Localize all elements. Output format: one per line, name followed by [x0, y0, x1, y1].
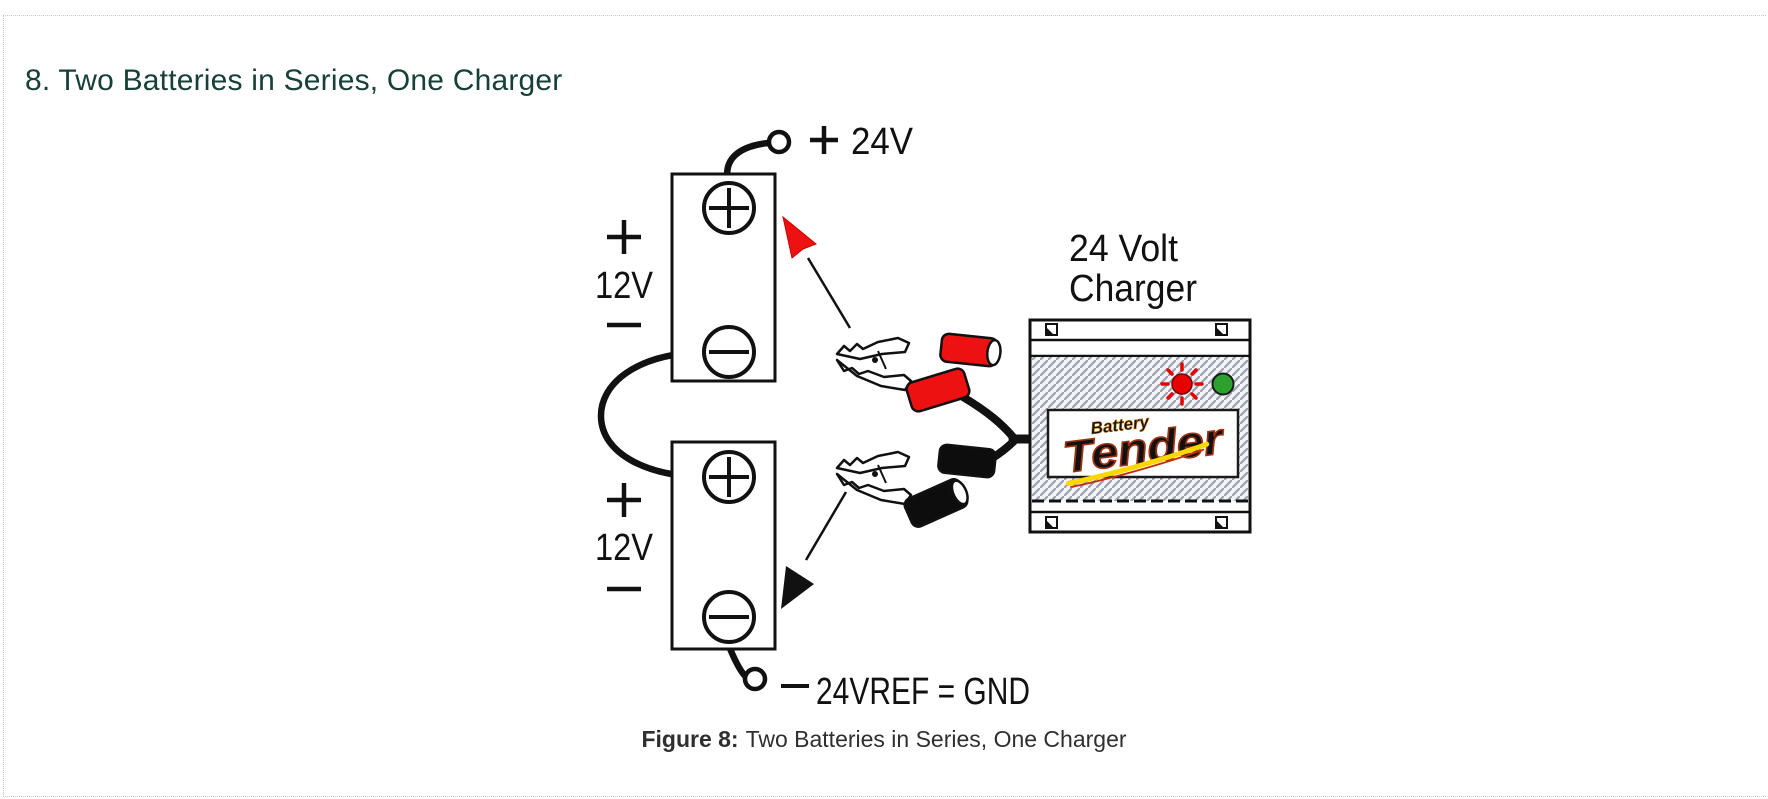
- green-led-icon: [1211, 372, 1235, 396]
- content-panel: [3, 15, 1766, 797]
- positive-output-label: 24V: [851, 121, 914, 163]
- figure-caption-label: Figure 8:: [641, 726, 739, 752]
- charger-title-line1: 24 Volt: [1069, 228, 1178, 270]
- black-clamp-lower-sleeve: [903, 478, 969, 528]
- clamp-upper-jaw: [835, 450, 911, 475]
- black-clamp: [835, 443, 997, 528]
- positive-output-terminal: [766, 129, 792, 155]
- black-arrow-icon: [781, 491, 848, 609]
- positive-output-label-group: 24V: [810, 121, 914, 163]
- series-jumper-wire: [597, 348, 708, 481]
- battery-bottom: 12V: [595, 440, 777, 651]
- figure-caption: Figure 8:Two Batteries in Series, One Ch…: [0, 726, 1768, 753]
- plus-symbol: [709, 457, 749, 497]
- wires: [597, 139, 1038, 681]
- page-title: 8. Two Batteries in Series, One Charger: [25, 64, 563, 98]
- black-clamp-upper-sleeve: [937, 443, 997, 479]
- negative-output-label-group: 24VREF = GND: [781, 671, 1030, 713]
- negative-output-terminal: [742, 666, 768, 692]
- clamp-lower-jaw: [835, 472, 913, 506]
- charger-unit: 24 Volt Charger Battery Tende: [1028, 228, 1252, 534]
- battery-top-voltage-label: 12V: [595, 265, 654, 307]
- red-clamp-wire: [959, 393, 1017, 441]
- red-clamp-lower-sleeve: [905, 367, 971, 413]
- plus-symbol: [810, 126, 838, 154]
- mounting-holes: [1045, 323, 1228, 529]
- red-clamp: [835, 332, 1002, 413]
- plus-symbol: [709, 188, 749, 228]
- charger-title-line2: Charger: [1069, 268, 1197, 310]
- clamp-lower-jaw: [835, 358, 913, 392]
- red-arrow-icon: [782, 215, 852, 329]
- plus-symbol: [607, 220, 641, 254]
- figure-caption-text: Two Batteries in Series, One Charger: [745, 726, 1127, 752]
- red-led-icon: [1160, 362, 1204, 406]
- clamp-pivot: [872, 357, 878, 363]
- negative-output-label: 24VREF = GND: [816, 671, 1030, 713]
- clamp-upper-jaw: [835, 336, 911, 361]
- battery-bottom-side-labels: 12V: [595, 483, 654, 592]
- red-clamp-upper-sleeve: [939, 332, 1002, 368]
- clamp-pivot: [872, 471, 878, 477]
- plus-symbol: [607, 483, 641, 517]
- battery-top: 12V: [595, 172, 777, 383]
- battery-bottom-voltage-label: 12V: [595, 527, 654, 569]
- battery-top-side-labels: 12V: [595, 220, 654, 328]
